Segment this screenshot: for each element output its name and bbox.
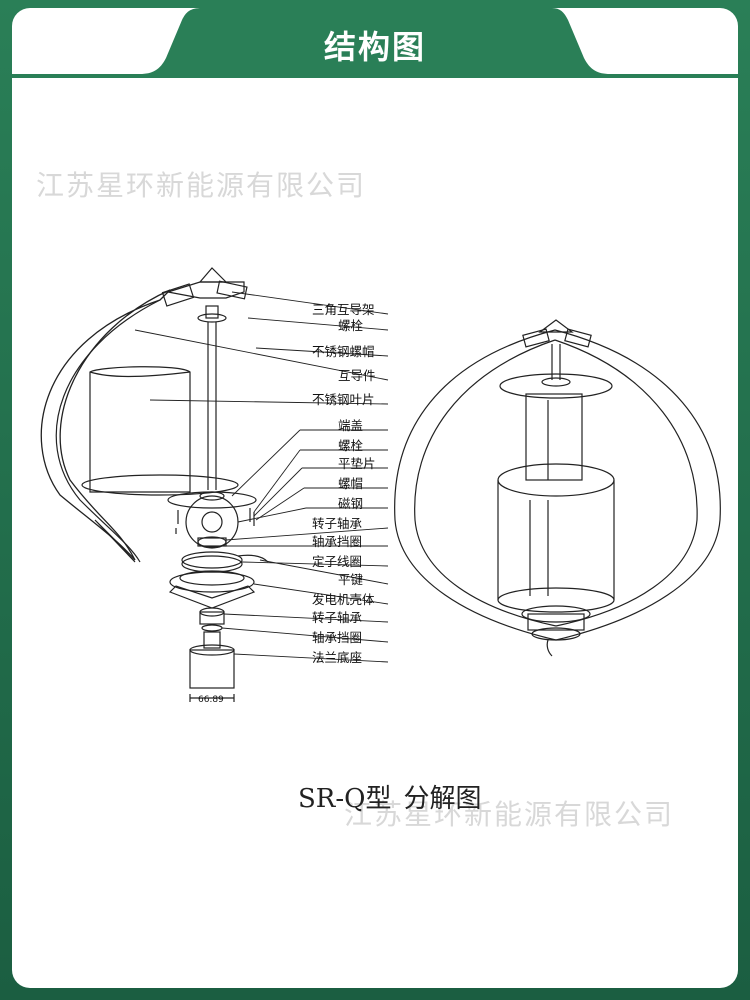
label-flat-key: 平键	[338, 572, 364, 587]
caption-title: 分解图	[403, 784, 482, 814]
header-banner	[12, 8, 738, 78]
label-bearing-retainer: 轴承挡圈	[312, 534, 362, 549]
label-bolt-2: 螺栓	[338, 438, 364, 453]
dimension-label: 66.89	[198, 695, 224, 705]
label-guide-part: 互导件	[338, 368, 376, 383]
label-stator-coil: 定子线圈	[312, 554, 362, 569]
caption-model: SR-Q型	[298, 784, 392, 814]
watermark-bottom: 江苏星环新能源有限公司	[344, 798, 675, 831]
part-labels: 三角互导架 螺栓 不锈钢螺帽 互导件 不锈钢叶片 端盖 螺栓 平垫片 螺帽 磁钢…	[198, 302, 376, 705]
label-generator-housing: 发电机壳体	[312, 592, 375, 607]
label-triangle-guide-frame: 三角互导架	[312, 302, 375, 317]
label-stainless-nut: 不锈钢螺帽	[312, 344, 375, 359]
label-flat-washer: 平垫片	[338, 456, 376, 471]
diagram-caption: SR-Q型分解图	[298, 778, 494, 815]
assembled-view	[394, 319, 721, 657]
label-rotor-bearing-2: 转子轴承	[312, 610, 363, 625]
label-stainless-blade: 不锈钢叶片	[312, 392, 375, 407]
page-title: 结构图	[323, 28, 426, 66]
watermark-top: 江苏星环新能源有限公司	[36, 169, 367, 202]
exploded-view	[40, 267, 269, 702]
label-end-cover: 端盖	[338, 418, 363, 433]
label-bolt: 螺栓	[338, 318, 364, 333]
label-flange-base: 法兰底座	[312, 650, 362, 665]
content-panel: 结构图 江苏星环新能源有限公司	[12, 8, 738, 988]
label-nut: 螺帽	[338, 476, 363, 491]
leader-lines	[134, 291, 389, 663]
label-magnet: 磁钢	[338, 496, 363, 511]
label-rotor-bearing: 转子轴承	[312, 516, 363, 531]
exploded-diagram: 三角互导架 螺栓 不锈钢螺帽 互导件 不锈钢叶片 端盖 螺栓 平垫片 螺帽 磁钢…	[40, 267, 721, 705]
label-bearing-retainer-2: 轴承挡圈	[312, 630, 362, 645]
